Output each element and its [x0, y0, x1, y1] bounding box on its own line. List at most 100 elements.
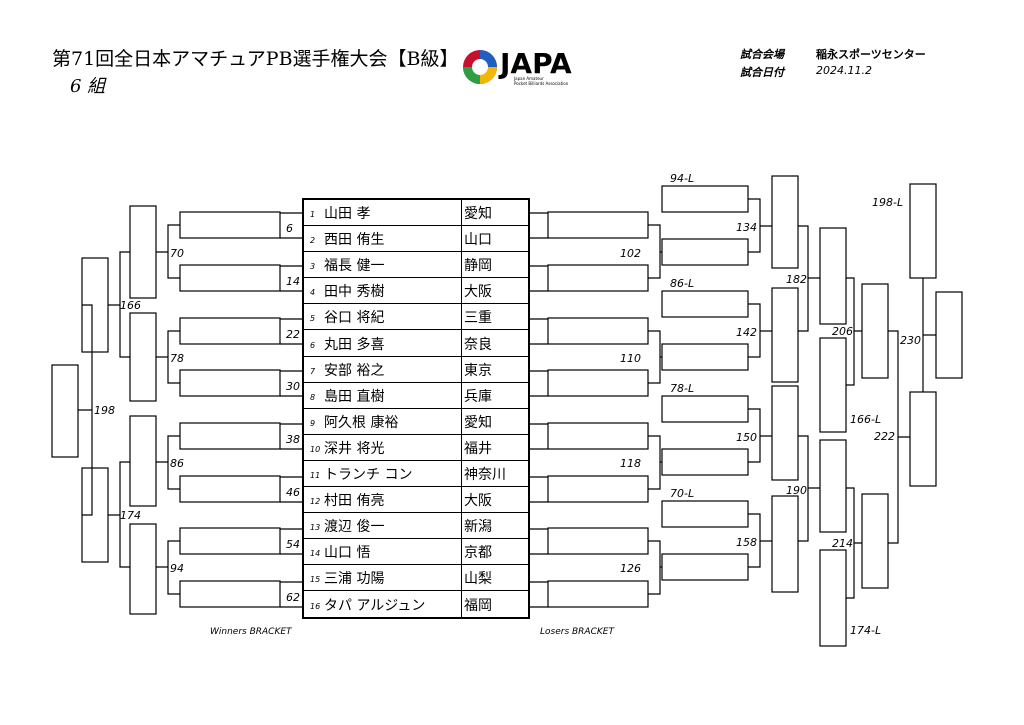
- player-row: 4 田中 秀樹 大阪: [304, 278, 528, 305]
- venue-value: 稲永スポーツセンター: [816, 48, 926, 61]
- match-number: 86-L: [670, 277, 694, 290]
- match-number: 30: [286, 380, 300, 393]
- group-label: 6 組: [70, 76, 106, 97]
- match-number: 22: [286, 328, 300, 341]
- seed-number: 11: [310, 471, 321, 480]
- player-name: 谷口 将紀: [324, 310, 385, 327]
- match-number: 206: [832, 325, 853, 338]
- player-name: 阿久根 康裕: [324, 414, 399, 431]
- match-number: 102: [620, 247, 641, 260]
- match-number: 230: [900, 334, 921, 347]
- match-number: 142: [736, 326, 757, 339]
- match-number: 46: [286, 486, 300, 499]
- player-row: 9 阿久根 康裕 愛知: [304, 409, 528, 435]
- match-number: 198: [94, 404, 115, 417]
- losers-bracket-label: Losers BRACKET: [540, 627, 614, 637]
- match-number: 134: [736, 221, 757, 234]
- match-number: 70: [170, 247, 184, 260]
- seed-number: 7: [310, 366, 316, 376]
- player-prefecture: 新潟: [464, 519, 492, 536]
- seed-number: 1: [310, 210, 316, 219]
- seed-number: 3: [310, 262, 316, 272]
- venue-label: 試合会場: [740, 48, 784, 61]
- player-name: 島田 直樹: [324, 388, 385, 405]
- seed-number: 2: [310, 236, 316, 246]
- seed-number: 14: [310, 549, 321, 559]
- seed-number: 15: [310, 575, 321, 585]
- match-number: 78-L: [670, 382, 694, 395]
- player-name: 福長 健一: [324, 258, 385, 275]
- player-row: 7 安部 裕之 東京: [304, 357, 528, 383]
- player-name: 田中 秀樹: [324, 284, 385, 301]
- match-number: 166: [120, 299, 141, 312]
- match-number: 78: [170, 352, 184, 365]
- match-number: 62: [286, 591, 300, 604]
- player-prefecture: 愛知: [464, 414, 492, 431]
- match-number: 126: [620, 562, 641, 575]
- player-prefecture: 大阪: [464, 493, 492, 510]
- player-prefecture: 奈良: [464, 336, 492, 353]
- player-name: 深井 将光: [324, 440, 385, 457]
- player-prefecture: 愛知: [464, 206, 492, 222]
- seed-number: 9: [310, 418, 316, 428]
- tournament-title: 第71回全日本アマチュアPB選手権大会【B級】: [52, 48, 459, 70]
- player-row: 1 山田 孝 愛知: [304, 200, 528, 226]
- match-number: 198-L: [872, 196, 903, 209]
- match-number: 174: [120, 509, 141, 522]
- match-number: 222: [874, 430, 895, 443]
- player-row: 3 福長 健一 静岡: [304, 252, 528, 279]
- seed-number: 5: [310, 314, 316, 324]
- player-prefecture: 山梨: [464, 571, 492, 588]
- player-prefecture: 大阪: [464, 284, 492, 301]
- player-name: トランチ コン: [324, 467, 413, 483]
- match-number: 110: [620, 352, 641, 365]
- player-name: 渡辺 俊一: [324, 519, 385, 536]
- match-number: 94: [170, 562, 184, 575]
- player-prefecture: 福井: [464, 440, 492, 457]
- match-number: 70-L: [670, 487, 694, 500]
- player-name: 村田 侑亮: [324, 493, 385, 510]
- seed-number: 12: [310, 497, 321, 507]
- player-name: タパ アルジュン: [324, 597, 426, 614]
- match-number: 118: [620, 457, 641, 470]
- match-number: 158: [736, 536, 757, 549]
- player-prefecture: 山口: [464, 232, 492, 249]
- seed-number: 16: [310, 601, 321, 611]
- player-name: 山口 悟: [324, 545, 371, 562]
- match-number: 38: [286, 433, 300, 446]
- match-number: 14: [286, 275, 300, 288]
- winners-bracket-label: Winners BRACKET: [210, 627, 292, 637]
- match-number: 190: [786, 484, 807, 497]
- match-number: 94-L: [670, 172, 694, 185]
- player-prefecture: 静岡: [464, 258, 492, 275]
- player-prefecture: 京都: [464, 545, 492, 562]
- player-prefecture: 神奈川: [464, 467, 506, 483]
- match-number: 6: [286, 222, 293, 235]
- player-prefecture: 東京: [464, 362, 492, 379]
- match-number: 174-L: [850, 624, 881, 637]
- match-number: 214: [832, 537, 853, 550]
- player-name: 安部 裕之: [324, 362, 385, 379]
- match-number: 86: [170, 457, 184, 470]
- player-name: 山田 孝: [324, 206, 371, 222]
- match-number: 182: [786, 273, 807, 286]
- seed-number: 4: [310, 288, 316, 298]
- match-number: 166-L: [850, 413, 881, 426]
- player-prefecture: 兵庫: [464, 388, 492, 405]
- player-prefecture: 福岡: [464, 597, 492, 614]
- date-label: 試合日付: [740, 66, 784, 79]
- match-number: 54: [286, 538, 300, 551]
